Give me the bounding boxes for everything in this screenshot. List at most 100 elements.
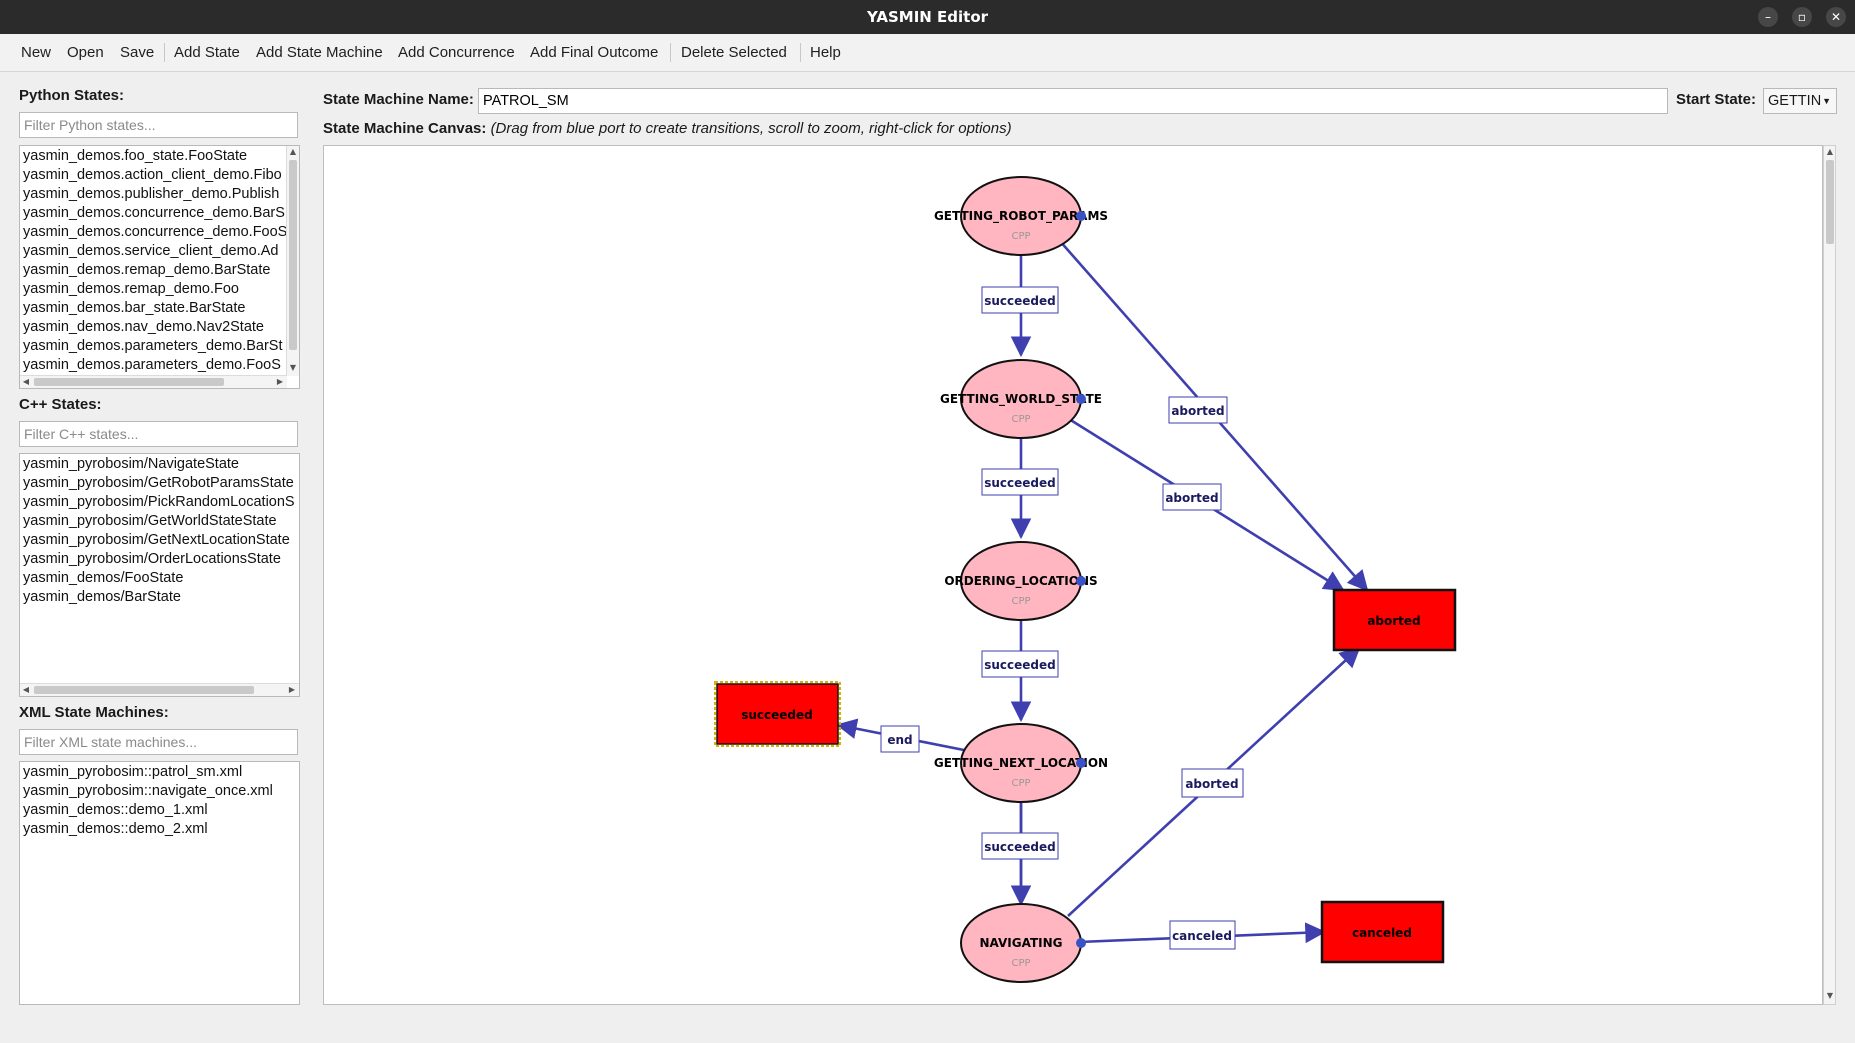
- new-button[interactable]: New: [21, 44, 52, 61]
- outcome-node[interactable]: canceled: [1320, 900, 1445, 964]
- list-item[interactable]: yasmin_demos::demo_1.xml: [23, 802, 208, 818]
- scroll-left-icon[interactable]: ◀: [22, 685, 30, 694]
- list-item[interactable]: yasmin_demos.publisher_demo.Publish: [23, 186, 280, 202]
- list-item[interactable]: yasmin_pyrobosim/OrderLocationsState: [23, 551, 281, 567]
- start-state-select[interactable]: GETTIN ▼: [1763, 88, 1837, 114]
- chevron-down-icon: ▼: [1822, 96, 1831, 106]
- close-icon[interactable]: ✕: [1826, 7, 1846, 27]
- output-port[interactable]: [1076, 394, 1086, 404]
- scroll-up-icon[interactable]: ▲: [1826, 147, 1834, 156]
- add-state-machine-button[interactable]: Add State Machine: [256, 44, 383, 61]
- help-button[interactable]: Help: [810, 44, 841, 61]
- list-item[interactable]: yasmin_demos.concurrence_demo.BarS: [23, 205, 285, 221]
- xml-state-machines-list[interactable]: yasmin_pyrobosim::patrol_sm.xml yasmin_p…: [19, 761, 300, 1005]
- list-item[interactable]: yasmin_pyrobosim/GetRobotParamsState: [23, 475, 294, 491]
- cpp-states-label: C++ States:: [19, 396, 102, 413]
- edge-label[interactable]: aborted: [1162, 483, 1222, 511]
- add-concurrence-button[interactable]: Add Concurrence: [398, 44, 515, 61]
- output-port[interactable]: [1076, 938, 1086, 948]
- python-states-filter-input[interactable]: [19, 112, 298, 138]
- scroll-right-icon[interactable]: ▶: [276, 377, 284, 386]
- horizontal-scrollbar[interactable]: ◀ ▶: [20, 683, 299, 696]
- maximize-icon[interactable]: ▫: [1792, 7, 1812, 27]
- list-item[interactable]: yasmin_pyrobosim/PickRandomLocationS: [23, 494, 295, 510]
- list-item[interactable]: yasmin_demos.action_client_demo.Fibo: [23, 167, 282, 183]
- vertical-scrollbar[interactable]: ▲ ▼: [286, 146, 299, 376]
- state-name: GETTING_NEXT_LOCATION: [934, 756, 1108, 771]
- outcome-name: succeeded: [741, 708, 813, 722]
- list-item[interactable]: yasmin_pyrobosim::patrol_sm.xml: [23, 764, 243, 780]
- toolbar: New Open Save Add State Add State Machin…: [0, 34, 1855, 72]
- list-item[interactable]: yasmin_pyrobosim/GetNextLocationState: [23, 532, 290, 548]
- open-button[interactable]: Open: [67, 44, 104, 61]
- output-port[interactable]: [1076, 211, 1086, 221]
- state-machine-name-input[interactable]: [478, 88, 1668, 114]
- cpp-states-list[interactable]: yasmin_pyrobosim/NavigateState yasmin_py…: [19, 453, 300, 697]
- list-item[interactable]: yasmin_pyrobosim/GetWorldStateState: [23, 513, 277, 529]
- edge-label-text: canceled: [1172, 929, 1232, 943]
- edge-label[interactable]: aborted: [1181, 768, 1244, 798]
- scrollbar-thumb[interactable]: [289, 160, 297, 350]
- list-item[interactable]: yasmin_demos.bar_state.BarState: [23, 300, 246, 316]
- state-node[interactable]: GETTING_NEXT_LOCATION CPP: [934, 723, 1108, 803]
- list-item[interactable]: yasmin_demos.concurrence_demo.FooS: [23, 224, 288, 240]
- state-node[interactable]: GETTING_WORLD_STATE CPP: [940, 359, 1102, 439]
- edge-label-text: aborted: [1165, 491, 1218, 505]
- xml-state-machines-filter-input[interactable]: [19, 729, 298, 755]
- scrollbar-thumb[interactable]: [1826, 160, 1834, 244]
- list-item[interactable]: yasmin_demos/BarState: [23, 589, 181, 605]
- output-port[interactable]: [1076, 576, 1086, 586]
- edge-label-text: succeeded: [984, 476, 1056, 490]
- toolbar-separator: [670, 43, 671, 62]
- list-item[interactable]: yasmin_demos.parameters_demo.FooS: [23, 357, 281, 373]
- scroll-down-icon[interactable]: ▼: [289, 363, 297, 372]
- scrollbar-thumb[interactable]: [34, 686, 254, 694]
- list-item[interactable]: yasmin_demos/FooState: [23, 570, 184, 586]
- edge-label[interactable]: succeeded: [981, 832, 1059, 860]
- edge-label[interactable]: aborted: [1168, 396, 1228, 424]
- list-item[interactable]: yasmin_demos.parameters_demo.BarSt: [23, 338, 283, 354]
- state-type: CPP: [1011, 778, 1030, 789]
- state-type: CPP: [1011, 596, 1030, 607]
- delete-selected-button[interactable]: Delete Selected: [681, 44, 787, 61]
- add-state-button[interactable]: Add State: [174, 44, 240, 61]
- edge-label[interactable]: canceled: [1169, 920, 1236, 950]
- list-item[interactable]: yasmin_demos.remap_demo.BarState: [23, 262, 271, 278]
- state-type: CPP: [1011, 414, 1030, 425]
- state-node[interactable]: NAVIGATING CPP: [960, 903, 1086, 983]
- scroll-down-icon[interactable]: ▼: [1826, 991, 1834, 1000]
- minimize-icon[interactable]: –: [1758, 7, 1778, 27]
- list-item[interactable]: yasmin_demos.remap_demo.Foo: [23, 281, 239, 297]
- state-name: NAVIGATING: [979, 936, 1062, 950]
- state-node[interactable]: ORDERING_LOCATIONS CPP: [944, 541, 1098, 621]
- scrollbar-thumb[interactable]: [34, 378, 224, 386]
- edge-label[interactable]: succeeded: [981, 286, 1059, 314]
- scroll-right-icon[interactable]: ▶: [288, 685, 296, 694]
- canvas-vertical-scrollbar[interactable]: ▲ ▼: [1823, 145, 1836, 1005]
- state-machine-canvas[interactable]: succeeded aborted succeeded aborted succ…: [323, 145, 1823, 1005]
- scroll-up-icon[interactable]: ▲: [289, 147, 297, 156]
- edge-label[interactable]: succeeded: [981, 468, 1059, 496]
- list-item[interactable]: yasmin_demos.foo_state.FooState: [23, 148, 248, 164]
- state-node[interactable]: GETTING_ROBOT_PARAMS CPP: [934, 176, 1108, 256]
- list-item[interactable]: yasmin_demos.nav_demo.Nav2State: [23, 319, 264, 335]
- edge-label[interactable]: succeeded: [981, 650, 1059, 678]
- outcome-name: aborted: [1367, 614, 1420, 628]
- horizontal-scrollbar[interactable]: ◀ ▶: [20, 375, 287, 388]
- edge-label-text: succeeded: [984, 294, 1056, 308]
- edge-label[interactable]: end: [880, 725, 920, 753]
- scroll-left-icon[interactable]: ◀: [22, 377, 30, 386]
- python-states-list[interactable]: yasmin_demos.foo_state.FooState yasmin_d…: [19, 145, 300, 389]
- list-item[interactable]: yasmin_demos::demo_2.xml: [23, 821, 208, 837]
- save-button[interactable]: Save: [120, 44, 155, 61]
- list-item[interactable]: yasmin_pyrobosim/NavigateState: [23, 456, 239, 472]
- add-final-outcome-button[interactable]: Add Final Outcome: [530, 44, 659, 61]
- list-item[interactable]: yasmin_pyrobosim::navigate_once.xml: [23, 783, 273, 799]
- outcome-node-selected[interactable]: succeeded: [714, 681, 841, 747]
- xml-state-machines-label: XML State Machines:: [19, 704, 169, 721]
- cpp-states-filter-input[interactable]: [19, 421, 298, 447]
- output-port[interactable]: [1076, 758, 1086, 768]
- list-item[interactable]: yasmin_demos.service_client_demo.Ad: [23, 243, 279, 259]
- edge-label-text: aborted: [1171, 404, 1224, 418]
- outcome-node[interactable]: aborted: [1332, 588, 1457, 652]
